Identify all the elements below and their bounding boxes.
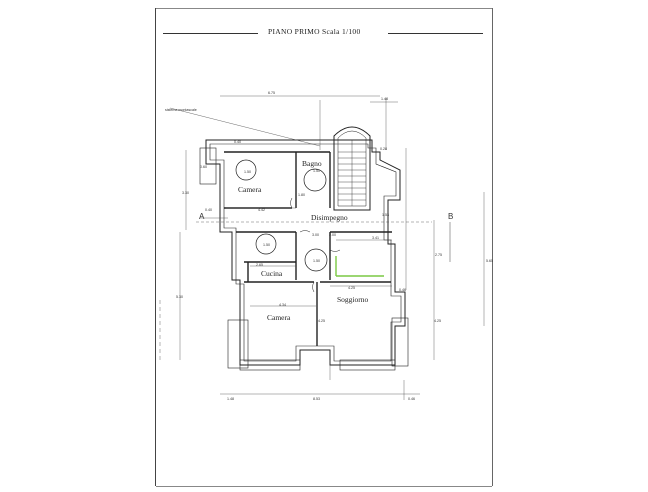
dim-w300: 3.00 xyxy=(312,233,319,237)
turning-circle-cucina xyxy=(255,233,277,255)
dim-w442: 4.42 xyxy=(258,208,265,212)
dim-top-total: 6.75 xyxy=(268,91,275,95)
terrace-bottom-right xyxy=(339,359,396,371)
section-marks: A B xyxy=(199,212,453,262)
bay-bottom-left xyxy=(227,319,249,369)
room-label-disimpegno: Disimpegno xyxy=(311,213,348,222)
room-label-camera-bottom: Camera xyxy=(267,313,291,322)
dim-h425-mid: 4.25 xyxy=(318,319,325,323)
outer-wall-inner xyxy=(209,143,402,362)
stair-tower-inner xyxy=(337,130,367,207)
dim-046: 0.46 xyxy=(399,288,406,292)
title-rule-right xyxy=(388,33,483,34)
dim-h275: 2.75 xyxy=(435,253,442,257)
bay-bottom-right xyxy=(391,317,409,367)
dim-060: 0.60 xyxy=(200,165,207,169)
section-letter-b: B xyxy=(448,212,453,221)
dim-circle-cucina: 1.50 xyxy=(263,243,270,247)
dim-h153: 1.53 xyxy=(382,213,389,217)
sheet-edge-right xyxy=(492,8,493,486)
internal-walls xyxy=(224,151,392,346)
room-label-camera-top: Camera xyxy=(238,185,262,194)
dimension-lines xyxy=(159,95,485,400)
dim-w434: 4.34 xyxy=(279,303,286,307)
turning-circle-bagno xyxy=(303,168,327,192)
balcony-left xyxy=(199,147,217,185)
stairlift-note: sistema montascale xyxy=(165,108,197,112)
highlight-lines xyxy=(335,256,384,277)
door-swings xyxy=(290,197,341,293)
outer-wall xyxy=(205,139,406,366)
dim-circle-bagno: 1.50 xyxy=(313,169,320,173)
room-label-cucina: Cucina xyxy=(261,269,283,278)
dim-040: 0.40 xyxy=(234,140,241,144)
room-label-bagno: Bagno xyxy=(302,159,322,168)
dim-circle-disimpegno: 1.50 xyxy=(313,259,320,263)
dim-bottom-left: 1.48 xyxy=(227,397,234,401)
title-rule-left xyxy=(163,33,258,34)
drawing-sheet xyxy=(152,10,494,488)
dim-right-tall: 5.65 xyxy=(486,259,493,263)
turning-circle-camera-top xyxy=(235,159,257,181)
dim-w265: 2.65 xyxy=(256,263,263,267)
dim-w140: 0.40 xyxy=(205,208,212,212)
terrace-bottom-left xyxy=(239,359,301,371)
section-letter-a: A xyxy=(199,212,205,221)
dim-180: 1.80 xyxy=(298,193,305,197)
dim-028: 0.28 xyxy=(380,147,387,151)
dim-left-lower: 5.30 xyxy=(176,295,183,299)
sheet-edge-top xyxy=(156,8,492,9)
dim-left-upper: 3.30 xyxy=(182,191,189,195)
stair-treads xyxy=(338,140,366,206)
dim-bottom-right: 0.46 xyxy=(408,397,415,401)
sheet-edge-bottom xyxy=(156,486,492,487)
stair-tower xyxy=(333,126,371,211)
dim-200: 2.00 xyxy=(329,233,336,237)
dim-top-right: 1.48 xyxy=(381,97,388,101)
dim-circle-camera: 1.50 xyxy=(244,170,251,174)
sheet-edge-left xyxy=(155,8,156,486)
dim-w341: 3.41 xyxy=(372,236,379,240)
dim-w425: 4.25 xyxy=(348,286,355,290)
plan-title: PIANO PRIMO Scala 1/100 xyxy=(268,27,361,36)
turning-circle-disimpegno xyxy=(304,248,328,272)
room-label-soggiorno: Soggiorno xyxy=(337,295,369,304)
dim-bottom-total: 8.53 xyxy=(313,397,320,401)
dim-h425-right: 4.25 xyxy=(434,319,441,323)
